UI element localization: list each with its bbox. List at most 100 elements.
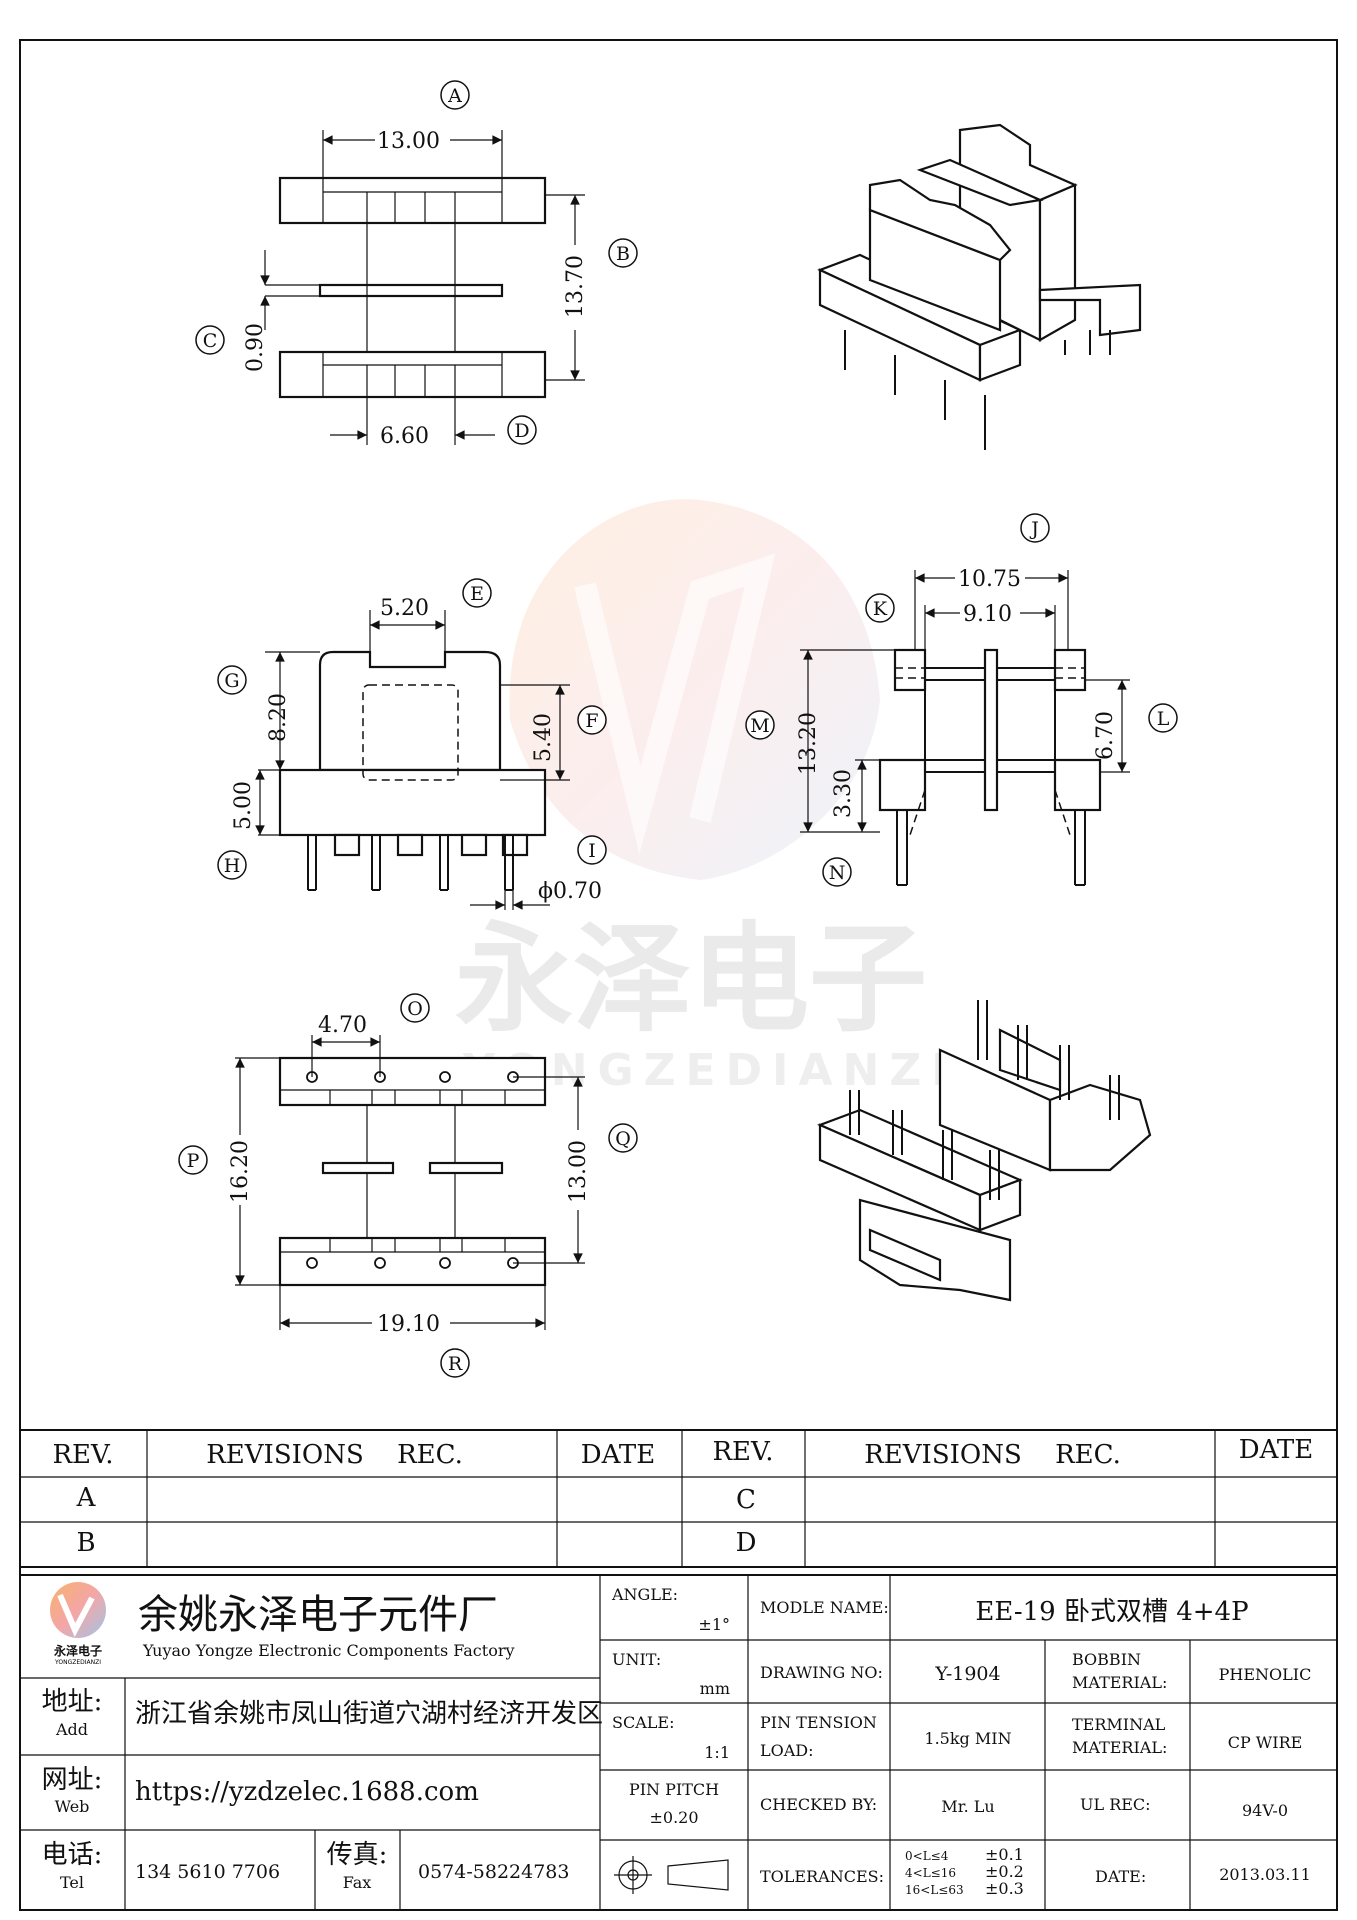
- iso-view-top: [817, 123, 1142, 450]
- svg-text:O: O: [407, 998, 423, 1020]
- angle-value: ±1°: [698, 1615, 730, 1634]
- logo-sub: YONGZEDIANZI: [54, 1659, 101, 1666]
- fax-label-en: Fax: [343, 1873, 372, 1892]
- svg-text:L: L: [1157, 708, 1170, 730]
- pin-tension-label-2: LOAD:: [760, 1741, 814, 1760]
- callout-K: K: [865, 593, 895, 623]
- dim-13-70: 13.70: [563, 255, 588, 318]
- callout-B: B: [608, 238, 638, 268]
- company-logo-icon: 永泽电子 YONGZEDIANZI: [50, 1582, 106, 1666]
- drawing-value: Y-1904: [934, 1663, 1000, 1685]
- dim-10-75: 10.75: [958, 567, 1021, 592]
- svg-text:A: A: [447, 85, 462, 107]
- drawing-label: DRAWING NO:: [760, 1663, 883, 1682]
- tel-value: 134 5610 7706: [135, 1861, 280, 1883]
- svg-text:F: F: [585, 710, 598, 732]
- fax-label-cn: 传真:: [327, 1840, 388, 1870]
- svg-text:D: D: [514, 420, 529, 442]
- callout-I: I: [577, 835, 607, 865]
- tol-value-3: ±0.3: [985, 1879, 1024, 1898]
- svg-text:I: I: [588, 840, 596, 862]
- callout-G: G: [217, 665, 247, 695]
- svg-text:M: M: [750, 715, 769, 737]
- unit-label: UNIT:: [612, 1650, 661, 1669]
- watermark-cn: 永泽电子: [455, 910, 927, 1048]
- pin-pitch-label: PIN PITCH: [629, 1780, 719, 1799]
- checked-value: Mr. Lu: [941, 1797, 994, 1816]
- dim-6-60: 6.60: [380, 424, 429, 449]
- ul-label: UL REC:: [1080, 1795, 1151, 1814]
- svg-text:Q: Q: [615, 1128, 631, 1150]
- rev-header-left: REV.: [52, 1440, 113, 1470]
- web-label-en: Web: [55, 1797, 90, 1816]
- dim-3-30: 3.30: [831, 769, 856, 818]
- svg-text:J: J: [1029, 518, 1039, 540]
- bobbin-value: PHENOLIC: [1219, 1665, 1312, 1684]
- svg-text:R: R: [448, 1353, 463, 1375]
- rev-row-a: A: [76, 1483, 97, 1513]
- terminal-value: CP WIRE: [1228, 1733, 1303, 1752]
- dim-19-10: 19.10: [377, 1312, 440, 1337]
- revisions-header-left: REVISIONS: [206, 1440, 364, 1470]
- tol-range-3: 16<L≤63: [905, 1883, 964, 1897]
- callout-Q: Q: [608, 1123, 638, 1153]
- bobbin-label-2: MATERIAL:: [1072, 1673, 1167, 1692]
- model-value: EE-19 卧式双槽 4+4P: [975, 1597, 1248, 1627]
- company-name-en: Yuyao Yongze Electronic Components Facto…: [142, 1641, 515, 1660]
- web-value: https://yzdzelec.1688.com: [135, 1777, 479, 1807]
- dim-9-10: 9.10: [963, 602, 1012, 627]
- date-value: 2013.03.11: [1219, 1865, 1311, 1884]
- view-top: 13.00 13.70 0.90 6.60: [243, 129, 588, 449]
- dim-13-00: 13.00: [377, 129, 440, 154]
- dim-5-20: 5.20: [380, 596, 429, 621]
- svg-text:H: H: [224, 855, 241, 877]
- rev-row-d: D: [736, 1528, 757, 1558]
- dim-0-90: 0.90: [243, 323, 268, 372]
- dim-13-20: 13.20: [796, 712, 821, 775]
- tol-range-2: 4<L≤16: [905, 1866, 956, 1880]
- callout-A: A: [440, 80, 470, 110]
- ul-value: 94V-0: [1242, 1801, 1288, 1820]
- tel-label-cn: 电话:: [42, 1840, 103, 1870]
- dim-6-70: 6.70: [1093, 711, 1118, 760]
- rev-row-c: C: [736, 1485, 756, 1515]
- watermark-logo: [509, 499, 880, 880]
- web-label-cn: 网址:: [42, 1765, 103, 1795]
- svg-text:G: G: [224, 670, 239, 692]
- rev-header-right: REV.: [712, 1437, 773, 1467]
- callout-C: C: [195, 325, 225, 355]
- pin-tension-label-1: PIN TENSION: [760, 1713, 877, 1732]
- callout-E: E: [462, 578, 492, 608]
- revisions-header-right: REVISIONS: [864, 1440, 1022, 1470]
- callout-D: D: [507, 415, 537, 445]
- terminal-label-1: TERMINAL: [1072, 1715, 1166, 1734]
- revision-table: REV. REVISIONS REC. DATE REV. REVISIONS …: [20, 1429, 1337, 1576]
- svg-text:B: B: [616, 243, 630, 265]
- view-front: 5.20 8.20 5.40 5.00 ϕ0.70: [231, 596, 602, 910]
- tolerances-label: TOLERANCES:: [760, 1867, 884, 1886]
- watermark: 永泽电子 YONGZEDIANZI: [455, 499, 948, 1096]
- rev-row-b: B: [76, 1528, 95, 1558]
- rec-header-right: REC.: [1055, 1440, 1121, 1470]
- callout-F: F: [577, 705, 607, 735]
- fax-value: 0574-58224783: [418, 1861, 569, 1883]
- logo-text: 永泽电子: [53, 1643, 102, 1658]
- model-label: MODLE NAME:: [760, 1598, 889, 1617]
- dim-5-40: 5.40: [531, 713, 556, 762]
- view-side: 10.75 9.10 13.20 3.30 6.70: [796, 567, 1130, 886]
- iso-view-bottom: [817, 1000, 1152, 1302]
- tol-value-1: ±0.1: [985, 1845, 1024, 1864]
- svg-text:N: N: [829, 862, 846, 884]
- callout-H: H: [217, 850, 247, 880]
- dim-5-00: 5.00: [231, 781, 256, 830]
- callout-M: M: [745, 710, 775, 740]
- dim-13-00-vertical: 13.00: [566, 1140, 591, 1203]
- callouts: A B C D E F G H I J K L M N O P Q R: [178, 80, 1178, 1378]
- terminal-label-2: MATERIAL:: [1072, 1738, 1167, 1757]
- tol-value-2: ±0.2: [985, 1862, 1024, 1881]
- title-block: 永泽电子 YONGZEDIANZI 余姚永泽电子元件厂 Yuyao Yongze…: [20, 1575, 1337, 1910]
- tel-label-en: Tel: [60, 1873, 84, 1892]
- tol-range-1: 0<L≤4: [905, 1849, 949, 1863]
- address-label-en: Add: [55, 1720, 88, 1739]
